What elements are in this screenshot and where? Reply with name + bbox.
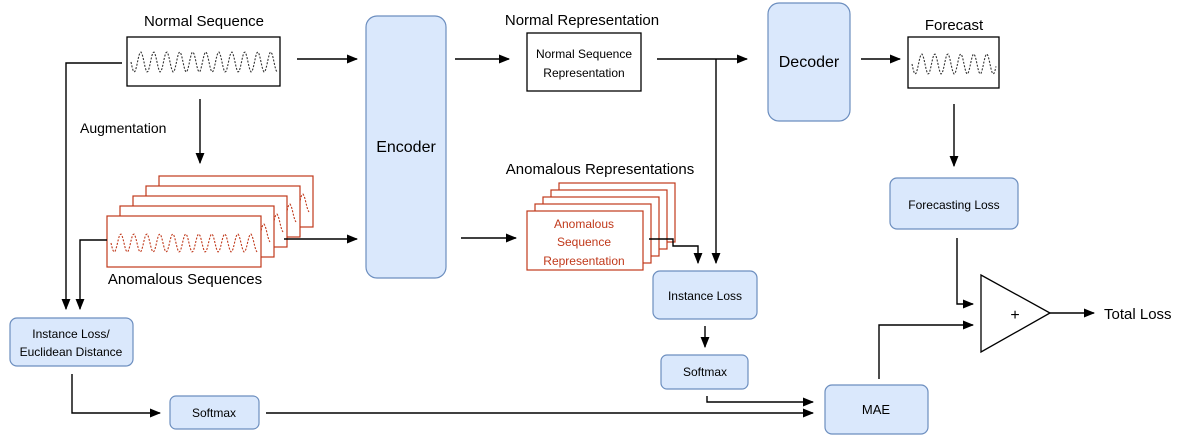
edges: [61, 54, 1096, 418]
edge-normal-to-instance-loss-left: [61, 62, 122, 311]
anomalous-rep-text-3: Representation: [543, 254, 624, 268]
svg-text:Encoder: Encoder: [376, 139, 436, 156]
normal-sequence-box: [126, 36, 281, 87]
normal-sequence-representation-box: Normal Sequence Representation: [526, 32, 642, 92]
sum-node: +: [980, 273, 1052, 354]
mae-node: MAE: [824, 384, 929, 435]
svg-text:Representation: Representation: [543, 66, 624, 80]
forecast-title: Forecast: [925, 17, 984, 34]
edge-instance-loss-left-to-softmax-left: [71, 374, 162, 418]
encoder-node: Encoder: [365, 15, 447, 279]
decoder-node: Decoder: [767, 2, 851, 122]
edge-forecasting-loss-to-sum: [956, 238, 975, 309]
svg-text:Instance Loss/: Instance Loss/: [32, 327, 110, 341]
svg-text:Instance Loss: Instance Loss: [668, 289, 742, 303]
forecast-box: [907, 36, 1000, 89]
svg-text:Decoder: Decoder: [779, 54, 840, 71]
instance-loss-node-left: Instance Loss/ Euclidean Distance: [9, 317, 134, 367]
svg-text:Softmax: Softmax: [192, 406, 236, 420]
anomalous-representations-stack: Anomalous Sequence Representation: [526, 182, 676, 271]
svg-text:+: +: [1010, 307, 1019, 324]
anomalous-sequences-stack: [106, 175, 314, 268]
softmax-node-right: Softmax: [660, 354, 749, 390]
edge-softmax-right-to-mae: [706, 396, 815, 407]
edge-anomalous-rep-to-instance-loss: [649, 238, 703, 265]
svg-text:Normal Sequence: Normal Sequence: [536, 47, 632, 61]
svg-text:Forecasting Loss: Forecasting Loss: [908, 198, 999, 212]
edge-anomalous-to-instance-loss-left: [75, 239, 107, 311]
anomalous-rep-text-1: Anomalous: [554, 217, 614, 231]
instance-loss-node-right: Instance Loss: [652, 270, 758, 320]
anomalous-representations-title: Anomalous Representations: [506, 161, 694, 178]
softmax-node-left: Softmax: [169, 395, 260, 430]
total-loss-label: Total Loss: [1104, 306, 1172, 323]
forecasting-loss-node: Forecasting Loss: [889, 177, 1019, 230]
svg-text:MAE: MAE: [862, 402, 891, 417]
anomalous-sequences-label: Anomalous Sequences: [108, 271, 262, 288]
edge-mae-to-sum: [878, 320, 975, 379]
anomalous-rep-text-2: Sequence: [557, 235, 611, 249]
svg-text:Softmax: Softmax: [683, 365, 727, 379]
svg-text:Euclidean Distance: Euclidean Distance: [20, 345, 123, 359]
normal-representation-title: Normal Representation: [505, 12, 659, 29]
augmentation-label: Augmentation: [80, 120, 166, 136]
normal-sequence-title: Normal Sequence: [144, 13, 264, 30]
